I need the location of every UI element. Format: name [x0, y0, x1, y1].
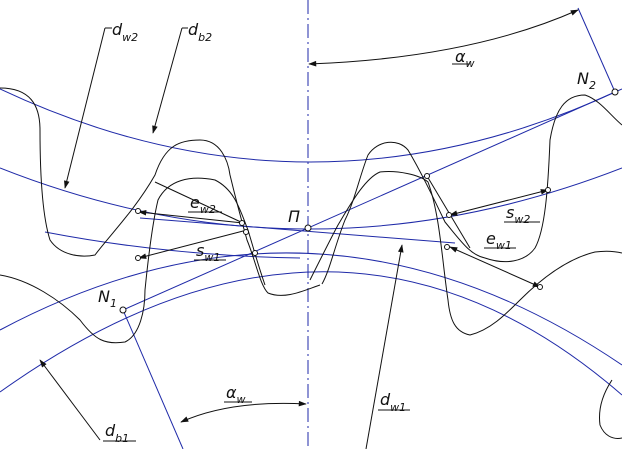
- gear1-tooth-right-profile: [309, 171, 622, 336]
- point-contact-b: [135, 255, 141, 261]
- radius-n1: [122, 309, 184, 449]
- label-n2: N2: [577, 69, 596, 92]
- dim-ew1-leader: [426, 175, 471, 249]
- point-contact-g: [446, 212, 452, 218]
- label-n1: N1: [98, 287, 117, 310]
- label-alpha-bottom: αw: [226, 383, 246, 406]
- dim-db1-leader: [39, 359, 101, 441]
- label-ew2: ew2: [190, 193, 216, 216]
- label-dw2: dw2: [112, 20, 138, 44]
- label-dw1: dw1: [380, 390, 406, 414]
- dim-dw2-leader: [64, 27, 106, 189]
- dim-alpha-bottom-arc: [180, 400, 307, 423]
- dim-ew2-leader: [154, 181, 244, 224]
- label-db1: db1: [105, 421, 129, 445]
- label-alpha-top: αw: [455, 47, 475, 70]
- base-circle-gear2: [0, 88, 622, 163]
- point-n1: [119, 306, 127, 314]
- point-contact-a: [135, 208, 141, 214]
- label-sw1: sw1: [196, 241, 220, 264]
- point-contact-c: [239, 220, 245, 226]
- dim-ew2-arrow: [138, 209, 244, 224]
- point-contact-d: [243, 229, 249, 235]
- point-n2: [611, 88, 619, 96]
- label-ew1: ew1: [486, 229, 512, 252]
- dim-sw2-arrow: [449, 189, 549, 216]
- point-contact-f: [424, 173, 430, 179]
- dim-dw1-leader: [365, 244, 404, 449]
- gear1-tooth-lower-right: [599, 379, 622, 439]
- label-db2: db2: [188, 20, 212, 44]
- point-contact-j: [537, 284, 543, 290]
- dim-db2-leader: [152, 27, 183, 134]
- point-contact-h: [444, 244, 450, 250]
- gear2-tooth-right-profile: [321, 94, 622, 285]
- label-sw2: sw2: [506, 203, 530, 226]
- pitch-tangent: [139, 217, 456, 244]
- point-pitch: [304, 224, 312, 232]
- dim-ew1-arrow: [449, 246, 541, 288]
- label-pitch-point: П: [288, 207, 300, 226]
- base-circle-gear1: [0, 271, 622, 396]
- gear2-tooth-left-profile: [0, 87, 321, 296]
- dim-alpha-top-arc: [308, 9, 579, 67]
- line-of-action: [122, 91, 616, 311]
- radius-n2: [577, 7, 616, 93]
- dim-sw1-arrow: [138, 229, 248, 259]
- pitch-circle-gear1: [0, 252, 622, 366]
- point-contact-e: [252, 250, 258, 256]
- point-contact-i: [545, 187, 551, 193]
- gear1-tooth-left-profile: [0, 177, 266, 344]
- root-circle-gear2: [44, 231, 301, 259]
